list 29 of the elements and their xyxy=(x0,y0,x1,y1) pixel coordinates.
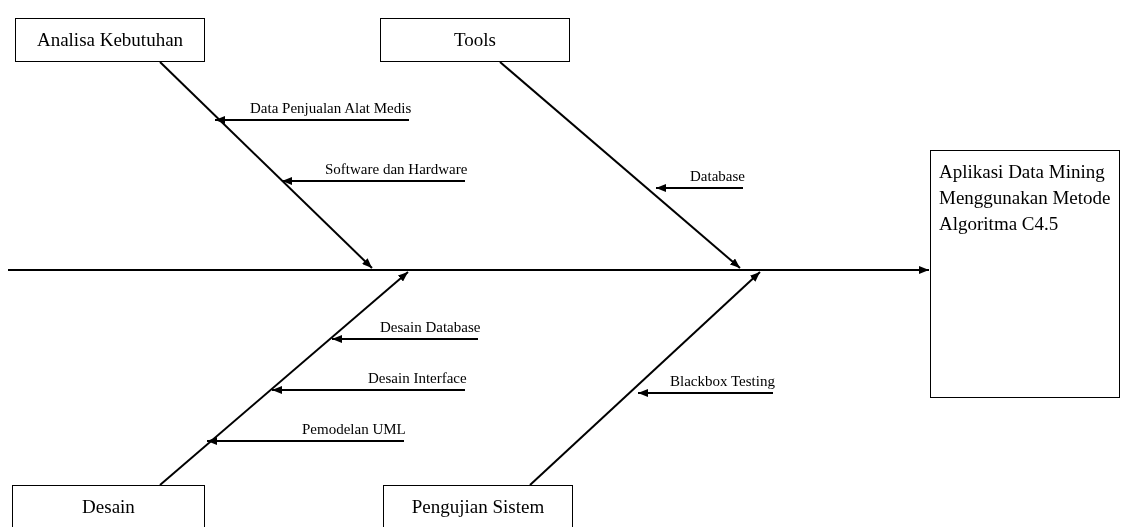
cause-label: Software dan Hardware xyxy=(325,161,468,178)
category-box xyxy=(15,18,205,62)
category-box xyxy=(380,18,570,62)
arrow xyxy=(529,271,761,486)
arrow xyxy=(331,335,479,343)
arrow xyxy=(7,266,930,274)
arrow xyxy=(206,437,405,445)
category-box xyxy=(12,485,205,527)
arrow xyxy=(655,184,744,192)
arrow xyxy=(637,389,774,397)
effect-text: Aplikasi Data Mining Menggunakan Metode Algoritma C4.5 xyxy=(939,160,1111,236)
cause-label: Pemodelan UML xyxy=(302,421,406,438)
category-label: Pengujian Sistem xyxy=(411,494,545,519)
arrow xyxy=(281,177,466,185)
arrow xyxy=(499,61,741,269)
cause-label: Desain Database xyxy=(380,319,481,336)
arrow xyxy=(159,61,373,269)
cause-label: Data Penjualan Alat Medis xyxy=(250,100,412,117)
arrow xyxy=(214,116,410,124)
arrow xyxy=(159,271,409,486)
effect-box xyxy=(930,150,1120,398)
category-label: Tools xyxy=(454,27,496,52)
category-box xyxy=(383,485,573,527)
cause-label: Database xyxy=(690,168,745,185)
category-label: Desain xyxy=(82,494,135,519)
arrow xyxy=(271,386,466,394)
cause-label: Desain Interface xyxy=(368,370,467,387)
cause-label: Blackbox Testing xyxy=(670,373,775,390)
category-label: Analisa Kebutuhan xyxy=(36,27,184,52)
